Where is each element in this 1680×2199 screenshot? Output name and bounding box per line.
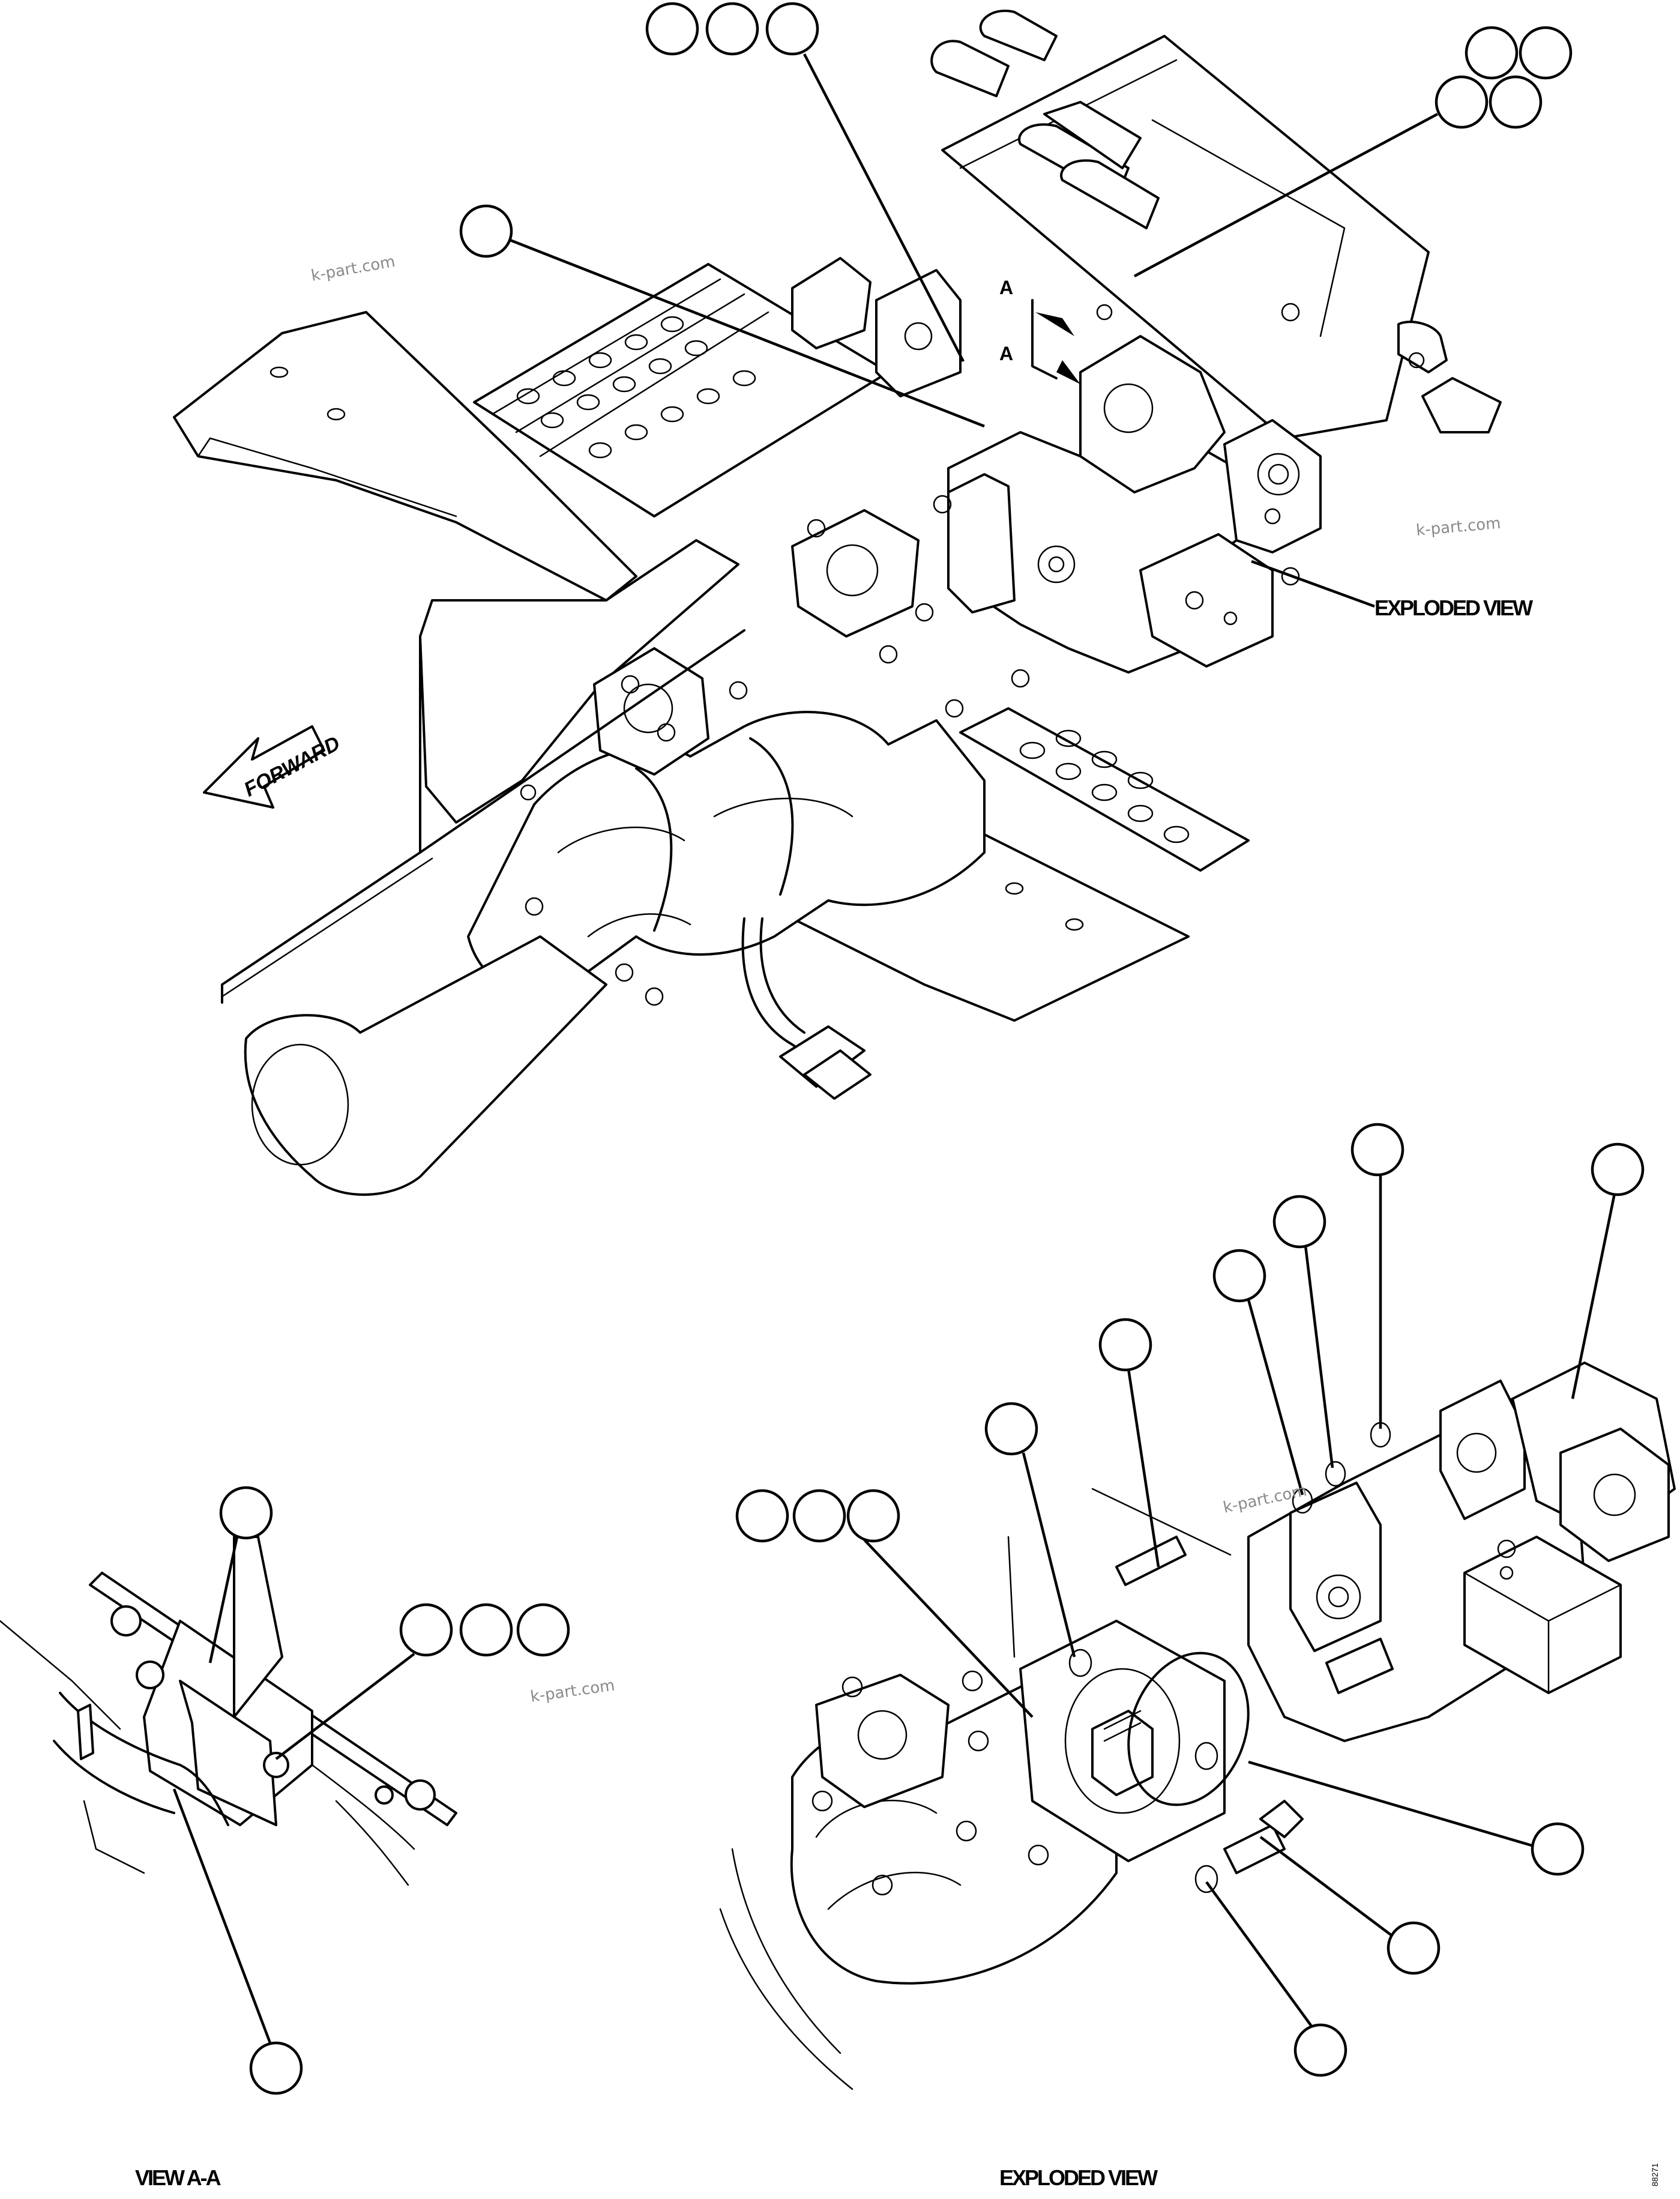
callout-bubble xyxy=(735,1489,789,1543)
view-aa-drawing: VIEW A-A xyxy=(0,1536,457,2190)
exploded-view-callout-label: EXPLODED VIEW xyxy=(1374,596,1533,620)
perforation-holes-lower xyxy=(1019,729,1190,843)
top-assembly-drawing: FORWARD xyxy=(173,10,1502,1196)
exploded-view-title: EXPLODED VIEW xyxy=(999,2165,1158,2190)
callout-bubble xyxy=(516,1603,570,1657)
exploded-view-callouts xyxy=(735,1123,1645,2077)
watermark-text: k-part.com xyxy=(529,1677,616,1706)
callout-bubble xyxy=(1465,26,1519,80)
callout-bubble xyxy=(1591,1142,1645,1196)
callout-bubble xyxy=(1489,75,1543,129)
callout-bubble xyxy=(1098,1318,1152,1372)
callout-bubble xyxy=(459,1603,513,1657)
callout-bubble xyxy=(249,2041,303,2095)
view-aa-title: VIEW A-A xyxy=(135,2165,221,2190)
callout-bubble xyxy=(846,1489,900,1543)
callout-bubble xyxy=(459,204,513,258)
view-aa-callouts xyxy=(172,1486,570,2095)
bolt-heads-top xyxy=(520,303,1425,1006)
watermark-text: k-part.com xyxy=(310,253,397,285)
callout-bubble xyxy=(705,2,759,56)
callout-bubble xyxy=(765,2,819,56)
section-mark-upper: A xyxy=(999,277,1013,298)
callout-bubble xyxy=(1212,1249,1266,1303)
forward-arrow: FORWARD xyxy=(203,725,344,809)
callout-bubble xyxy=(1272,1195,1326,1249)
watermark-text: k-part.com xyxy=(1415,514,1502,540)
callout-bubble xyxy=(984,1402,1038,1456)
figure-number: 88271 xyxy=(1650,2163,1660,2186)
callout-bubble xyxy=(1386,1921,1441,1975)
exploded-view-drawing: EXPLODED VIEW xyxy=(719,1362,1676,2190)
callout-bubble xyxy=(792,1489,846,1543)
callout-bubble xyxy=(1519,26,1573,80)
top-callouts: EXPLODED VIEW A A xyxy=(459,2,1573,620)
callout-bubble xyxy=(219,1486,273,1540)
callout-bubble xyxy=(1350,1123,1405,1177)
section-mark-lower: A xyxy=(999,343,1013,364)
callout-bubble xyxy=(1293,2023,1347,2077)
perforation-holes-upper xyxy=(516,316,756,459)
callout-bubble xyxy=(1531,1822,1585,1876)
callout-bubble xyxy=(645,2,699,56)
callout-bubble xyxy=(1435,75,1489,129)
exploded-hardware xyxy=(811,1422,1391,1896)
callout-bubble xyxy=(399,1603,453,1657)
